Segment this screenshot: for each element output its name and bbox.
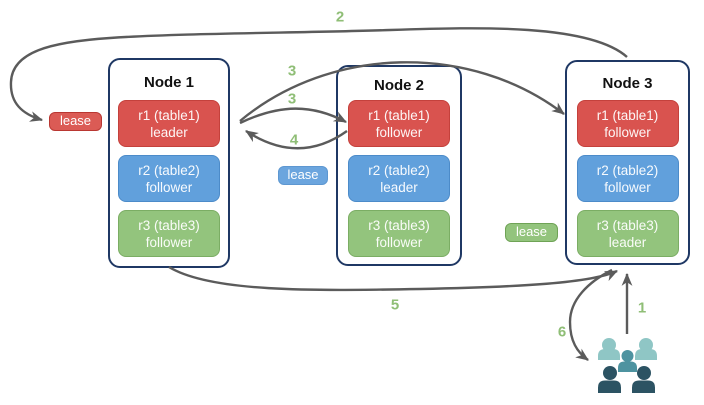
lease-tag-r1: lease	[49, 112, 102, 131]
lease-tag-r2: lease	[278, 166, 328, 185]
arrow-step5-node1-to-node3	[168, 265, 618, 292]
replica-name: r2 (table2)	[138, 163, 200, 178]
node-2-title: Node 2	[373, 77, 424, 94]
replica-r1-follower: r1 (table1) follower	[576, 100, 679, 147]
arrow-step3-node1-to-node2	[239, 107, 347, 125]
replica-r3-leader: r3 (table3) leader	[576, 210, 679, 257]
step-label-3-lower: 3	[287, 90, 297, 108]
replica-role: leader	[380, 180, 418, 195]
replica-name: r3 (table3)	[368, 218, 430, 233]
step-label-5: 5	[390, 296, 400, 314]
users-group-icon	[598, 338, 657, 393]
replica-role: follower	[375, 235, 423, 250]
lease-tag-r3: lease	[505, 223, 558, 242]
replica-role: leader	[608, 235, 647, 250]
node-3: Node 3 r1 (table1) follower r2 (table2) …	[565, 60, 690, 265]
node-2: Node 2 r1 (table1) follower r2 (table2) …	[336, 65, 462, 266]
node-2-replicas: r1 (table1) follower r2 (table2) leader …	[338, 100, 460, 265]
replica-r3-follower: r3 (table3) follower	[348, 210, 450, 257]
step-label-6: 6	[557, 323, 567, 341]
replica-name: r1 (table1)	[138, 108, 200, 123]
arrow-step2-node3-to-lease	[9, 27, 628, 122]
step-label-1: 1	[637, 299, 647, 317]
replica-r2-follower: r2 (table2) follower	[118, 155, 220, 202]
step-label-3-upper: 3	[287, 62, 297, 80]
replica-name: r3 (table3)	[596, 218, 659, 233]
replica-name: r2 (table2)	[596, 163, 659, 178]
node-1-replicas: r1 (table1) leader r2 (table2) follower …	[110, 100, 228, 265]
replica-role: follower	[375, 125, 423, 140]
node-1: Node 1 r1 (table1) leader r2 (table2) fo…	[108, 58, 230, 268]
replica-role: follower	[604, 125, 651, 140]
replica-name: r1 (table1)	[596, 108, 659, 123]
replica-role: follower	[145, 180, 193, 195]
step-label-2: 2	[335, 8, 345, 26]
node-1-title: Node 1	[143, 74, 194, 91]
replica-r1-follower: r1 (table1) follower	[348, 100, 450, 147]
replica-r1-leader: r1 (table1) leader	[118, 100, 220, 147]
node-3-title: Node 3	[602, 75, 653, 92]
step-label-4: 4	[289, 131, 299, 149]
replica-role: follower	[604, 180, 651, 195]
replica-r2-leader: r2 (table2) leader	[348, 155, 450, 202]
replica-name: r2 (table2)	[368, 163, 430, 178]
replica-name: r1 (table1)	[368, 108, 430, 123]
replica-role: follower	[145, 235, 193, 250]
node-3-replicas: r1 (table1) follower r2 (table2) followe…	[567, 100, 688, 265]
replica-name: r3 (table3)	[138, 218, 200, 233]
replica-r2-follower: r2 (table2) follower	[576, 155, 679, 202]
replica-r3-follower: r3 (table3) follower	[118, 210, 220, 257]
replica-role: leader	[150, 125, 188, 140]
